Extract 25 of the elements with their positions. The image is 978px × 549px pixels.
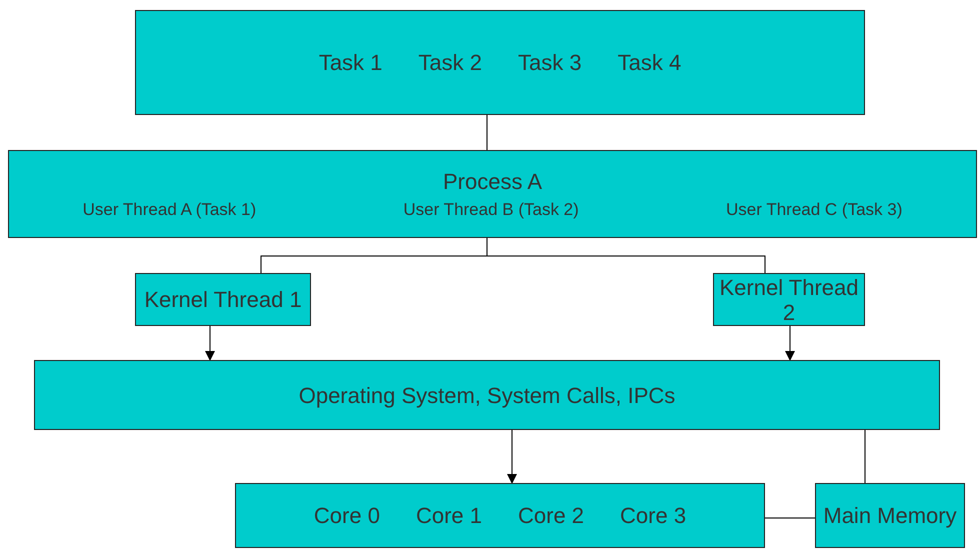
core-label: Core 1	[416, 502, 482, 530]
core-label: Core 3	[620, 502, 686, 530]
thread-label: User Thread A (Task 1)	[82, 199, 256, 221]
process-box	[235, 483, 765, 548]
process-box	[8, 150, 977, 238]
arrow	[785, 326, 795, 361]
connector-line	[864, 430, 866, 484]
core-label: Core 2	[518, 502, 584, 530]
process-box: Kernel Thread 1	[135, 273, 311, 326]
connector-line	[486, 114, 488, 150]
process-box: Main Memory	[815, 483, 965, 548]
process-box	[135, 10, 865, 115]
process-title: Process A	[442, 169, 544, 195]
connector-line	[486, 238, 766, 274]
arrow	[205, 326, 215, 361]
core-label: Core 0	[314, 502, 380, 530]
task-label: Task 3	[518, 49, 582, 77]
task-label: Task 1	[318, 49, 382, 77]
thread-label: User Thread B (Task 2)	[403, 199, 579, 221]
arrow	[507, 430, 517, 484]
task-label: Task 4	[618, 49, 682, 77]
process-box: Kernel Thread 2	[713, 273, 865, 326]
thread-label: User Thread C (Task 3)	[726, 199, 902, 221]
task-label: Task 2	[418, 49, 482, 77]
process-box: Operating System, System Calls, IPCs	[34, 360, 940, 430]
